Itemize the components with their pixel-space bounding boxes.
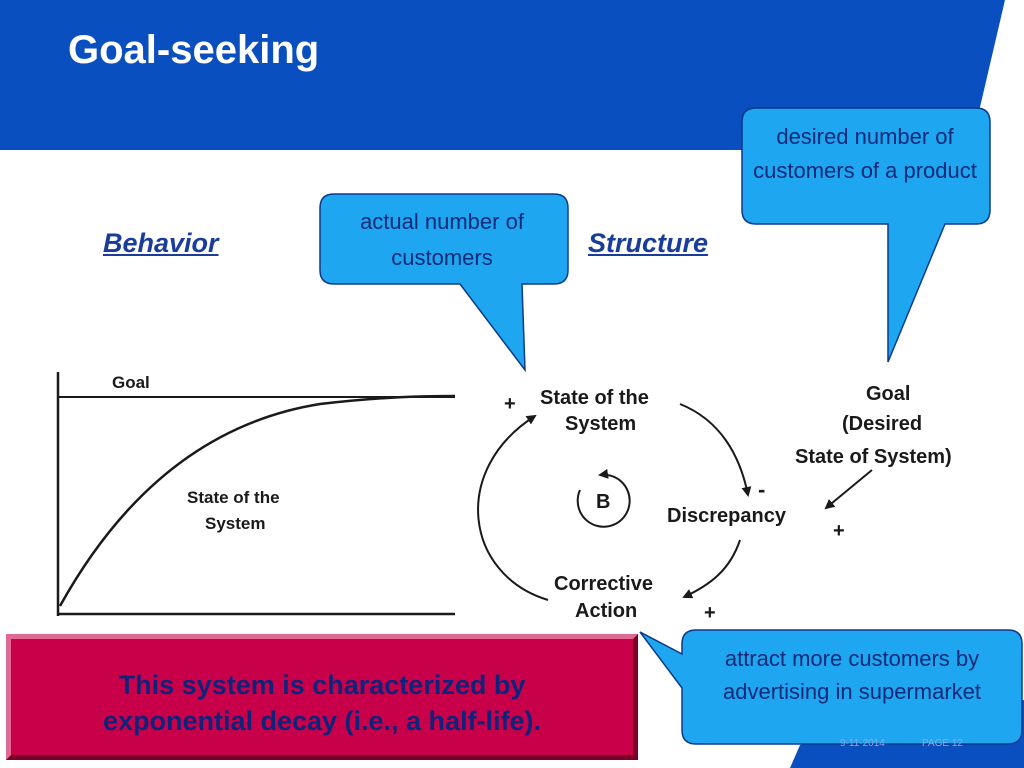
goal-label: Goal [112, 373, 150, 392]
arrow-state-to-discrepancy [679, 403, 752, 497]
callout-desired-bubble [741, 107, 991, 363]
loop-label-b: B [596, 491, 610, 513]
node-goal-line2: (Desired [842, 413, 922, 435]
polarity-state: + [504, 393, 516, 415]
causal-loop: State of the System Goal (Desired State … [477, 383, 952, 624]
node-goal-line1: Goal [866, 383, 910, 405]
node-state-line2: System [565, 413, 636, 435]
behavior-graph: Goal State of the System [56, 372, 456, 616]
footer-page-number: PAGE 12 [922, 738, 963, 749]
summary-note-line1: This system is characterized by [118, 670, 526, 700]
node-discrepancy: Discrepancy [667, 505, 787, 527]
node-state-line1: State of the [540, 387, 649, 409]
page-title: Goal-seeking [68, 28, 320, 72]
behavior-heading: Behavior [103, 228, 219, 258]
callout-attract-text: attract more customers by advertising in… [722, 646, 981, 704]
footer-date: 9-11-2014 [840, 738, 885, 749]
summary-note-text: This system is characterized by exponent… [11, 667, 633, 739]
polarity-corrective: + [704, 602, 716, 624]
callout-attract-bubble [639, 629, 1023, 745]
callout-actual-bubble [319, 193, 569, 373]
node-corrective-line2: Action [575, 600, 637, 622]
structure-heading: Structure [588, 228, 709, 258]
arrow-action-to-state [477, 414, 549, 601]
node-corrective-line1: Corrective [554, 573, 653, 595]
callout-desired-text: desired number of customers of a product [753, 124, 977, 183]
state-label-line2: System [205, 514, 265, 533]
polarity-discrepancy-minus: - [758, 477, 765, 502]
callout-actual-text: actual number of customers [360, 209, 524, 270]
node-goal-line3: State of System) [795, 446, 952, 468]
summary-note-line2: exponential decay (i.e., a half-life). [102, 706, 542, 736]
state-label-line1: State of the [187, 488, 280, 507]
state-curve [58, 394, 456, 607]
polarity-discrepancy-plus: + [833, 520, 845, 542]
balancing-loop-symbol [576, 468, 631, 528]
arrow-goal-to-discrepancy [824, 469, 873, 510]
arrow-discrepancy-to-action [682, 539, 741, 599]
summary-note: This system is characterized by exponent… [6, 634, 638, 760]
